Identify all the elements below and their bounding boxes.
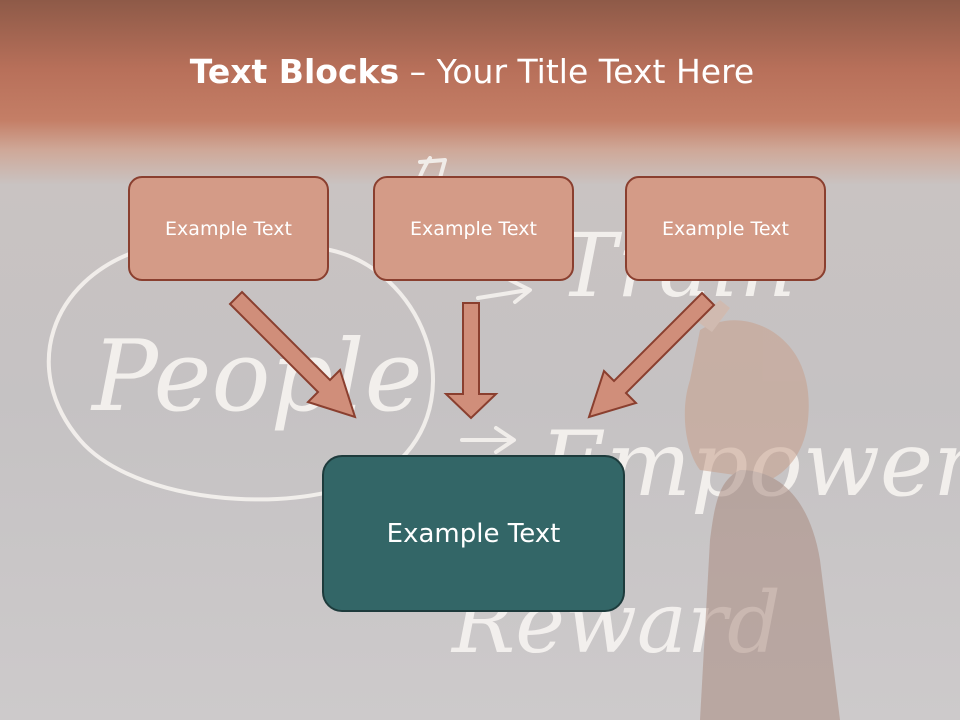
example-text-box-2-label: Example Text — [410, 217, 537, 240]
title-rest: Your Title Text Here — [436, 52, 755, 91]
title-dash: – — [409, 52, 427, 91]
title-bold-part: Text Blocks — [189, 52, 400, 91]
example-text-box-1: Example Text — [128, 176, 329, 281]
slide-title: Text Blocks – Your Title Text Here — [0, 52, 944, 91]
empower-sketch-arrow — [460, 426, 516, 454]
arrow-right-diagonal — [587, 291, 716, 419]
arrow-left-diagonal — [228, 290, 357, 419]
hand-illustration — [684, 300, 840, 720]
example-text-box-1-label: Example Text — [165, 217, 292, 240]
example-text-main-label: Example Text — [386, 518, 561, 549]
bg-word-people: People — [90, 320, 423, 434]
train-sketch-arrow — [476, 278, 532, 304]
example-text-box-3: Example Text — [625, 176, 826, 281]
arrow-center-down — [443, 302, 499, 420]
example-text-main-box: Example Text — [322, 455, 625, 612]
example-text-box-3-label: Example Text — [662, 217, 789, 240]
example-text-box-2: Example Text — [373, 176, 574, 281]
